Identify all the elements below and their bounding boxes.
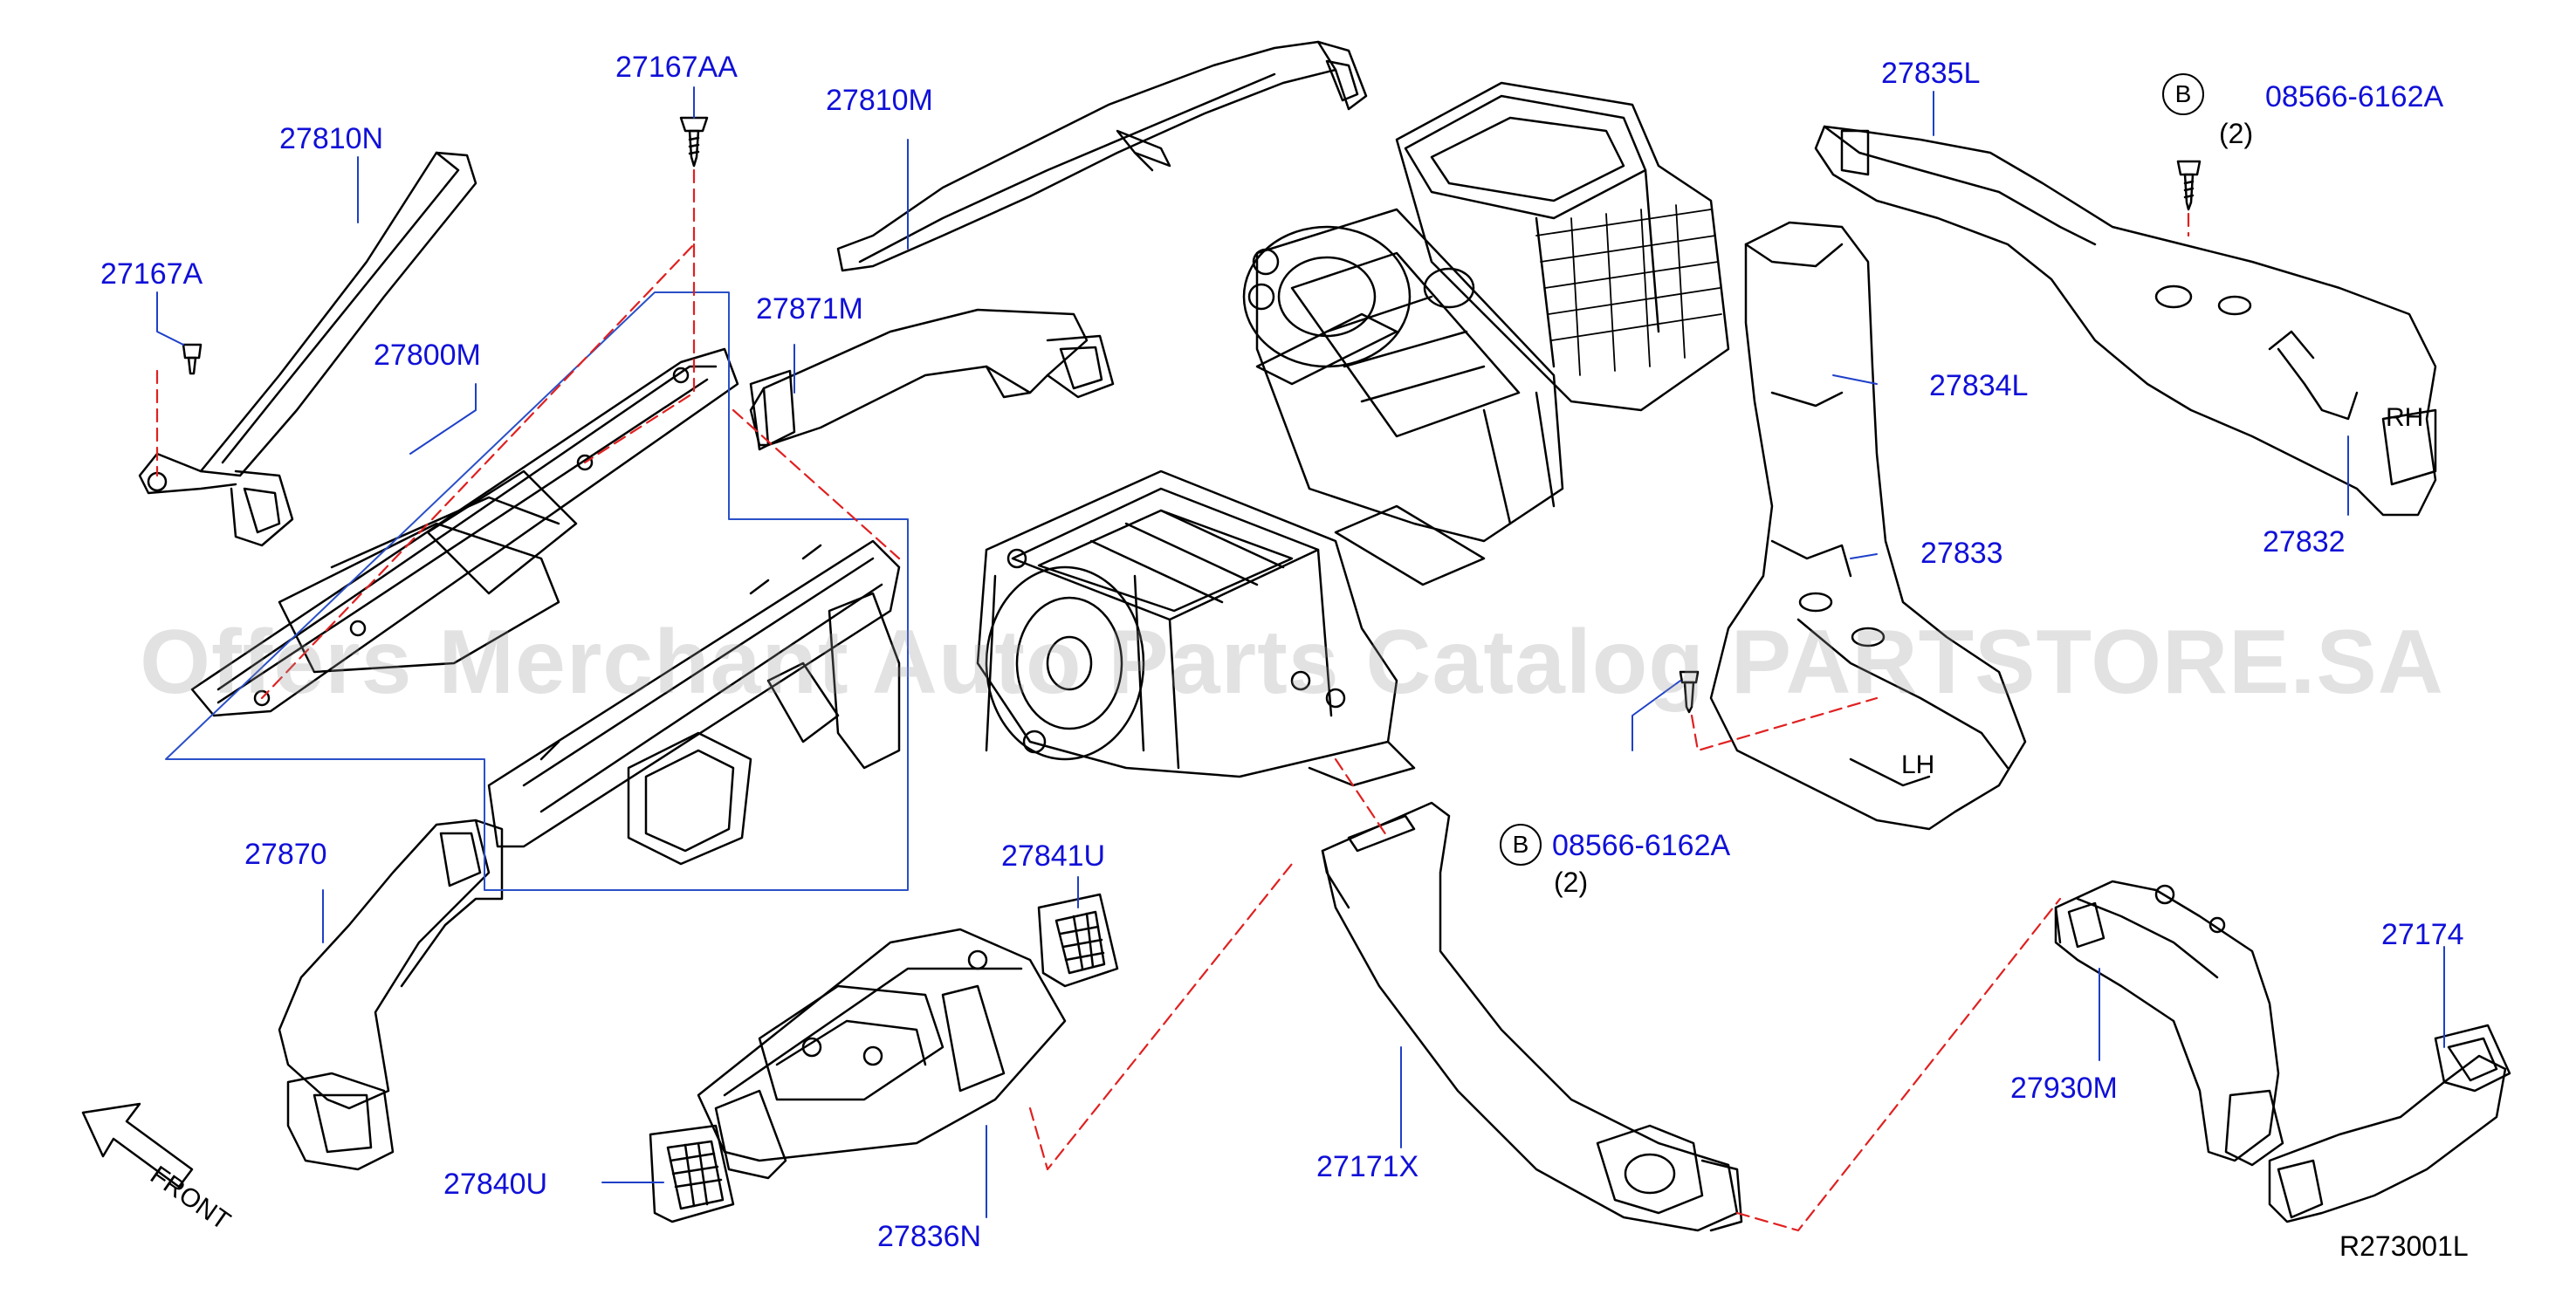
- duct-27833-lh: [1709, 221, 2027, 831]
- label-27871m[interactable]: 27871M: [756, 292, 863, 325]
- label-27870[interactable]: 27870: [244, 838, 327, 871]
- screw-27167aa: [679, 116, 709, 168]
- hvac-unit: [976, 81, 1730, 787]
- label-27930m[interactable]: 27930M: [2010, 1072, 2118, 1105]
- vent-27836n: [697, 928, 1067, 1180]
- duct-27930m: [2054, 880, 2284, 1167]
- side-tag-rh: RH: [2386, 403, 2424, 432]
- label-27835l[interactable]: 27835L: [1881, 57, 1981, 90]
- leader-lines: [156, 86, 2445, 1218]
- label-27836n[interactable]: 27836N: [877, 1220, 982, 1253]
- label-27833[interactable]: 27833: [1920, 537, 2003, 570]
- label-27167a[interactable]: 27167A: [100, 257, 203, 291]
- duct-27171x: [1321, 801, 1743, 1232]
- reference-code: R273001L: [2339, 1230, 2469, 1262]
- duct-27174: [2268, 1024, 2511, 1223]
- duct-27871m: [749, 308, 1115, 451]
- grille-27840u: [649, 1124, 735, 1223]
- side-tag-lh: LH: [1901, 750, 1935, 779]
- duct-27810n: [138, 151, 477, 547]
- label-27841u[interactable]: 27841U: [1001, 839, 1106, 873]
- label-27810n[interactable]: 27810N: [279, 122, 384, 155]
- label-27832[interactable]: 27832: [2263, 525, 2346, 558]
- duct-27810m: [836, 40, 1368, 272]
- duct-27870: [278, 819, 504, 1171]
- label-27800m[interactable]: 27800M: [374, 339, 481, 372]
- qty-mid: (2): [1554, 867, 1589, 898]
- vent-assembly: [487, 539, 901, 866]
- label-27834l[interactable]: 27834L: [1929, 369, 2029, 402]
- grille-27841u: [1037, 893, 1119, 988]
- front-arrow: [81, 1102, 194, 1189]
- label-27810m[interactable]: 27810M: [826, 84, 933, 117]
- screw-08566-mid: [1679, 670, 1700, 714]
- dashed-connectors: [155, 168, 2190, 1232]
- duct-27800m: [190, 347, 739, 717]
- duct-27832-rh: [1814, 125, 2437, 517]
- label-27171x[interactable]: 27171X: [1316, 1150, 1419, 1183]
- screw-27167a: [182, 343, 203, 375]
- label-08566-6162a-mid[interactable]: 08566-6162A: [1552, 829, 1731, 862]
- label-27174[interactable]: 27174: [2381, 918, 2464, 951]
- bolt-badge-mid: B: [1500, 824, 1542, 866]
- group-frame: [165, 291, 909, 891]
- screw-08566-top: [2176, 160, 2202, 211]
- label-27840u[interactable]: 27840U: [443, 1168, 548, 1201]
- bolt-badge-top: B: [2162, 73, 2204, 115]
- label-08566-6162a-top[interactable]: 08566-6162A: [2265, 80, 2444, 113]
- label-27167aa[interactable]: 27167AA: [615, 51, 738, 84]
- qty-top: (2): [2219, 118, 2254, 149]
